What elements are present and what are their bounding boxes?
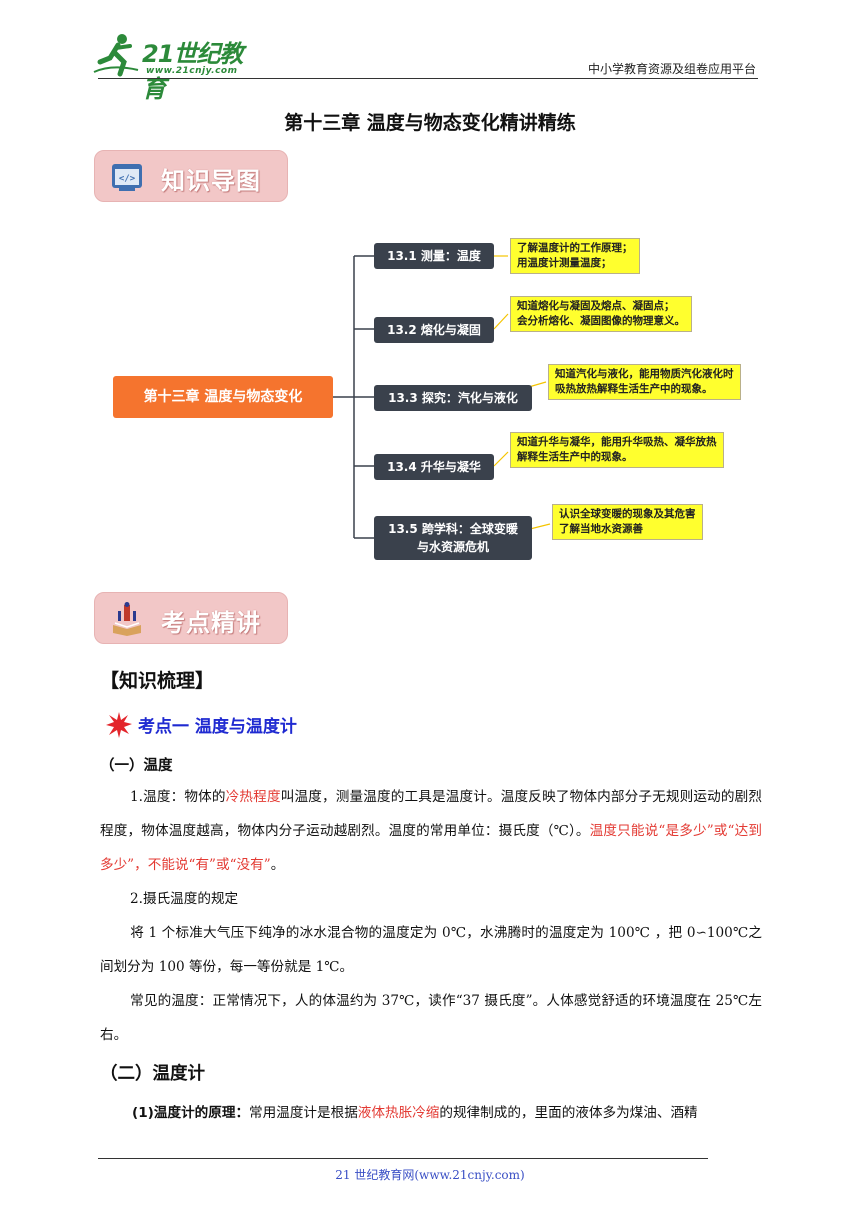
site-logo: 21世纪教育 www.21cnjy.com — [92, 30, 262, 103]
book-icon — [113, 602, 141, 636]
mind-map-note-13-1: 了解温度计的工作原理； 用温度计测量温度； — [510, 238, 640, 274]
footer-divider — [98, 1158, 708, 1159]
brand-url: www.21cnjy.com — [146, 66, 238, 76]
mind-map-branch-13-4: 13.4 升华与凝华 — [374, 454, 494, 480]
header-divider — [98, 78, 758, 79]
banner-points: 考点精讲 — [94, 592, 288, 644]
code-window-icon: </> — [112, 164, 142, 191]
paragraph-temperature-definition: 1.温度：物体的冷热程度叫温度，测量温度的工具是温度计。温度反映了物体内部分子无… — [100, 789, 762, 873]
mind-map-note-13-4: 知道升华与凝华，能用升华吸热、凝华放热 解释生活生产中的现象。 — [510, 432, 724, 468]
branch-13-5-line1: 13.5 跨学科：全球变暖 — [388, 522, 518, 536]
subheading-thermometer: （二）温度计 — [100, 1064, 205, 1084]
paragraph-thermometer-principle: (1)温度计的原理：常用温度计是根据液体热胀冷缩的规律制成的，里面的液体多为煤油… — [132, 1105, 698, 1121]
subheading-temperature: （一）温度 — [100, 758, 173, 774]
mind-map: 第十三章 温度与物态变化 13.1 测量：温度 13.2 熔化与凝固 13.3 … — [110, 234, 760, 570]
banner-points-label: 考点精讲 — [161, 609, 261, 637]
mind-map-branch-13-1: 13.1 测量：温度 — [374, 243, 494, 269]
kaodian-title: 考点一 温度与温度计 — [138, 717, 297, 737]
paragraph-celsius-definition: 将 1 个标准大气压下纯净的冰水混合物的温度定为 0℃，水沸腾时的温度定为 10… — [100, 925, 762, 975]
paragraph-celsius-rule: 2.摄氏温度的规定 — [130, 891, 239, 907]
brand-name: 21世纪教育 — [142, 40, 243, 103]
runner-logo-icon — [93, 34, 139, 77]
header-tagline: 中小学教育资源及组卷应用平台 — [587, 62, 756, 76]
section-heading: 【知识梳理】 — [100, 670, 215, 692]
banner-mindmap: </> 知识导图 — [94, 150, 288, 202]
mind-map-note-13-2: 知道熔化与凝固及熔点、凝固点； 会分析熔化、凝固图像的物理意义。 — [510, 296, 692, 332]
svg-text:</>: </> — [119, 174, 136, 184]
mind-map-branch-13-2: 13.2 熔化与凝固 — [374, 317, 494, 343]
mind-map-branch-13-5: 13.5 跨学科：全球变暖 与水资源危机 — [374, 516, 532, 560]
mind-map-root: 第十三章 温度与物态变化 — [113, 376, 333, 418]
paragraph-common-temperatures: 常见的温度：正常情况下，人的体温约为 37℃，读作“37 摄氏度”。人体感觉舒适… — [100, 993, 762, 1043]
branch-13-5-line2: 与水资源危机 — [416, 540, 489, 554]
mind-map-connectors — [333, 255, 551, 539]
banner-mindmap-label: 知识导图 — [161, 167, 261, 195]
mind-map-note-13-3: 知道汽化与液化，能用物质汽化液化时 吸热放热解释生活生产中的现象。 — [548, 364, 741, 400]
burst-star-icon — [106, 712, 132, 738]
footer-text: 21 世纪教育网(www.21cnjy.com) — [335, 1168, 525, 1182]
mind-map-note-13-5: 认识全球变暖的现象及其危害 了解当地水资源善 — [552, 504, 703, 540]
mind-map-branch-13-3: 13.3 探究：汽化与液化 — [374, 385, 532, 411]
page-title: 第十三章 温度与物态变化精讲精练 — [284, 112, 576, 134]
